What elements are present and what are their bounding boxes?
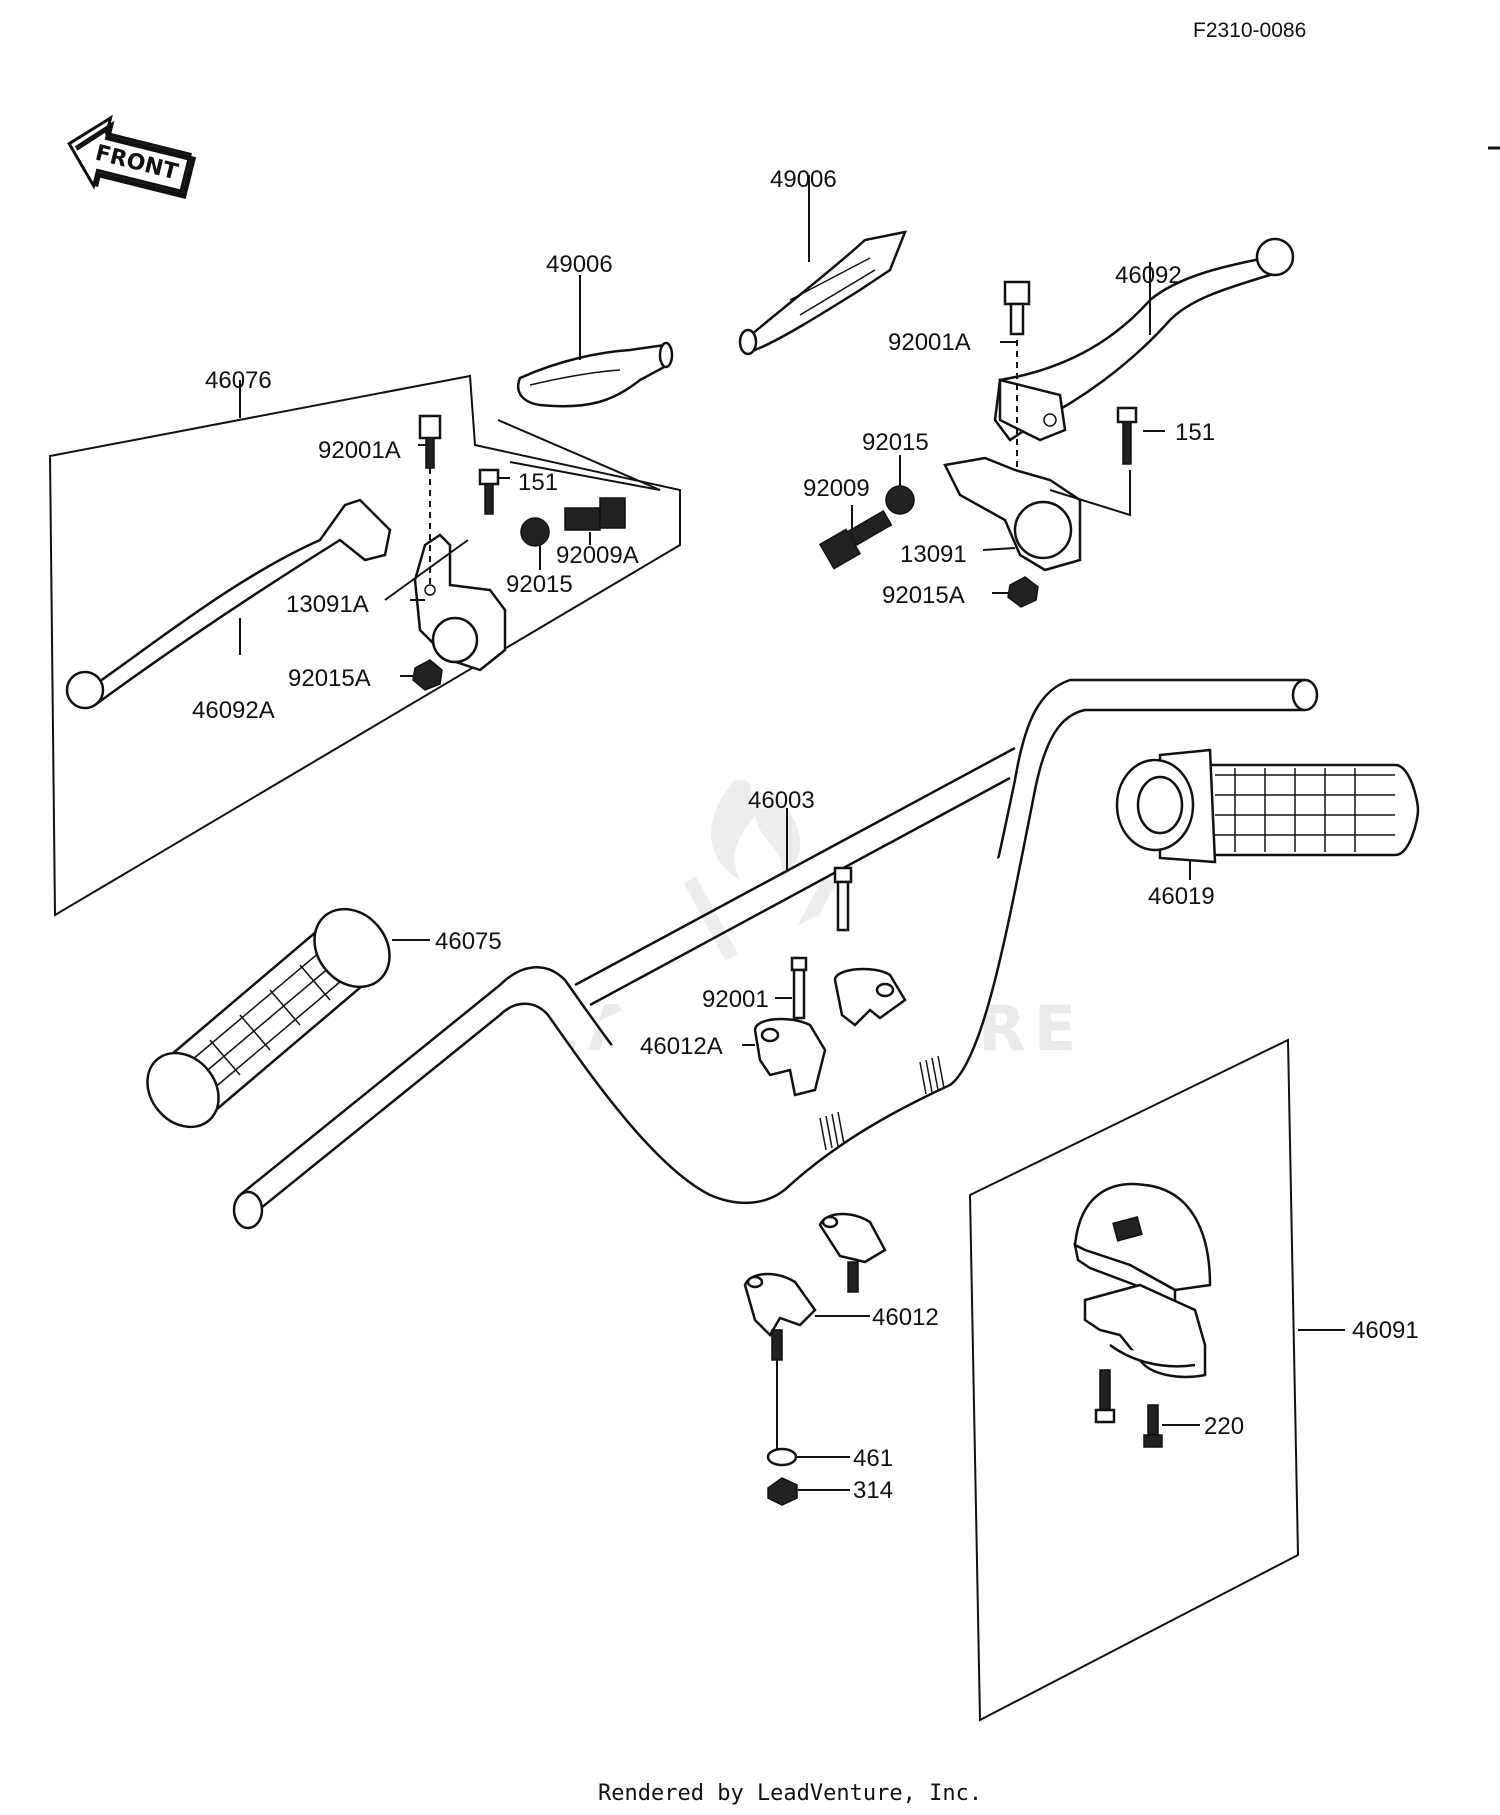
- label-13091A: 13091A: [286, 591, 369, 618]
- footer-credit: Rendered by LeadVenture, Inc.: [598, 1781, 982, 1806]
- adjuster-92009: [818, 510, 893, 570]
- nut-92015-left: [520, 517, 550, 547]
- label-92001A-left: 92001A: [318, 437, 401, 464]
- screw-151-left: [478, 468, 500, 515]
- label-151-left: 151: [518, 469, 558, 496]
- label-46075: 46075: [435, 928, 502, 955]
- label-46012A: 46012A: [640, 1033, 723, 1060]
- nut-314: [767, 1477, 798, 1506]
- nut-92015A-left: [412, 659, 443, 691]
- assembly-box-46091: [968, 1038, 1300, 1722]
- screw-220: [1094, 1369, 1163, 1448]
- bolt-92001: [790, 956, 808, 1020]
- switch-housing-46091: [1073, 1182, 1212, 1379]
- grip-46019: [1115, 748, 1420, 864]
- label-49006-right: 49006: [770, 166, 837, 193]
- label-92015-left: 92015: [506, 571, 573, 598]
- holder-13091: [943, 456, 1082, 572]
- clamp-46012: [743, 1212, 887, 1361]
- label-314: 314: [853, 1477, 893, 1504]
- label-92009A: 92009A: [556, 542, 639, 569]
- clamp-46012A: [753, 967, 907, 1097]
- nut-92015A-right: [1007, 576, 1039, 608]
- lever-cover-49006-right: [738, 230, 908, 356]
- washer-461: [766, 1447, 798, 1467]
- label-46019: 46019: [1148, 883, 1215, 910]
- screw-151-right: [1116, 406, 1138, 465]
- reference-code: F2310-0086: [1193, 19, 1306, 42]
- label-46091: 46091: [1352, 1317, 1419, 1344]
- label-92001: 92001: [702, 986, 769, 1013]
- label-13091: 13091: [900, 541, 967, 568]
- label-49006-left: 49006: [546, 251, 613, 278]
- label-46076: 46076: [205, 367, 272, 394]
- front-arrow-icon: FRONT: [67, 114, 197, 200]
- label-46003: 46003: [748, 787, 815, 814]
- label-92009: 92009: [803, 475, 870, 502]
- label-151-right: 151: [1175, 419, 1215, 446]
- label-92015A-left: 92015A: [288, 665, 371, 692]
- label-46092: 46092: [1115, 262, 1182, 289]
- holder-13091A: [413, 533, 507, 672]
- assembly-box-46076: [48, 374, 681, 917]
- label-220: 220: [1204, 1413, 1244, 1440]
- grip-46075: [146, 907, 391, 1129]
- handlebar-46003: [232, 678, 1319, 1230]
- lever-cover-49006-left: [516, 341, 674, 408]
- adjuster-92009A: [564, 497, 626, 531]
- label-46012: 46012: [872, 1304, 939, 1331]
- label-46092A: 46092A: [192, 697, 275, 724]
- label-92015A-right: 92015A: [882, 582, 965, 609]
- bolt-92001A-left: [418, 414, 442, 585]
- label-461: 461: [853, 1445, 893, 1472]
- bolt-92001-upper: [833, 866, 853, 932]
- label-92015-right: 92015: [862, 429, 929, 456]
- label-92001A-right: 92001A: [888, 329, 971, 356]
- bolt-92001A-right: [1003, 280, 1031, 470]
- lever-46092A: [65, 498, 392, 710]
- nut-92015-right: [885, 485, 915, 515]
